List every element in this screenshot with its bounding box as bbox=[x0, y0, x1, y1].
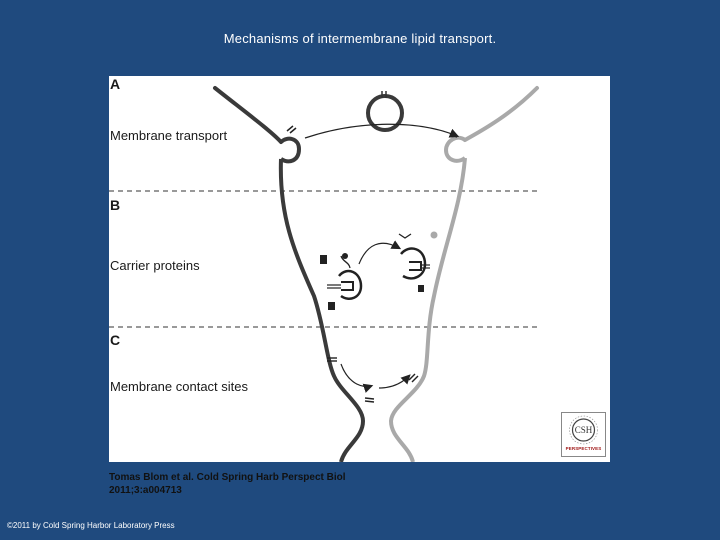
svg-text:CSH: CSH bbox=[575, 425, 593, 435]
csh-logo-icon: CSH bbox=[569, 415, 598, 445]
lipid-headgroup bbox=[342, 253, 348, 259]
csh-perspectives-logo: CSH PERSPECTIVES bbox=[561, 412, 606, 457]
lipid-mark bbox=[289, 127, 297, 134]
carrier-protein-donor bbox=[327, 269, 363, 310]
figure-panel: A Membrane transport B Carrier proteins … bbox=[109, 76, 610, 462]
lipid-tail-bound bbox=[340, 255, 351, 269]
contact-site-arrow-right bbox=[378, 374, 411, 389]
lipid-tail-free bbox=[398, 233, 412, 239]
acceptor-vesicle-fusing bbox=[443, 135, 467, 163]
section-label-membrane-transport: Membrane transport bbox=[110, 128, 228, 143]
donor-membrane-top bbox=[213, 86, 283, 144]
donor-membrane-body bbox=[278, 158, 366, 462]
slide-title: Mechanisms of intermembrane lipid transp… bbox=[223, 31, 497, 46]
acceptor-membrane-body bbox=[388, 157, 467, 462]
contact-site-arrow-left bbox=[340, 363, 374, 393]
panel-letter-c: C bbox=[110, 332, 121, 348]
vesicle-transport-arrow bbox=[304, 123, 460, 139]
donor-receptor bbox=[320, 255, 327, 264]
section-label-membrane-contact-sites: Membrane contact sites bbox=[110, 379, 249, 394]
lipid-mark bbox=[364, 400, 375, 403]
transport-vesicle bbox=[366, 94, 404, 132]
carrier-protein-acceptor bbox=[400, 247, 430, 292]
lipid-mark bbox=[449, 133, 458, 138]
lipid-mark bbox=[286, 125, 294, 132]
carrier-transfer-arrow bbox=[358, 240, 402, 265]
logo-text: PERSPECTIVES bbox=[565, 446, 602, 451]
copyright-notice: ©2011 by Cold Spring Harbor Laboratory P… bbox=[7, 521, 175, 530]
lipid-headgroup bbox=[430, 231, 438, 239]
lipid-transport-diagram bbox=[109, 86, 539, 462]
lipid-mark bbox=[364, 397, 375, 400]
panel-letter-b: B bbox=[110, 197, 121, 213]
lipid-mark bbox=[411, 375, 419, 383]
panel-letter-a: A bbox=[110, 76, 121, 92]
citation-line-1: Tomas Blom et al. Cold Spring Harb Persp… bbox=[109, 472, 346, 483]
citation: Tomas Blom et al. Cold Spring Harb Persp… bbox=[109, 471, 346, 497]
section-label-carrier-proteins: Carrier proteins bbox=[110, 258, 200, 273]
acceptor-membrane-top bbox=[463, 86, 539, 142]
donor-vesicle-budding bbox=[279, 136, 302, 164]
citation-line-2: 2011;3:a004713 bbox=[109, 485, 182, 496]
